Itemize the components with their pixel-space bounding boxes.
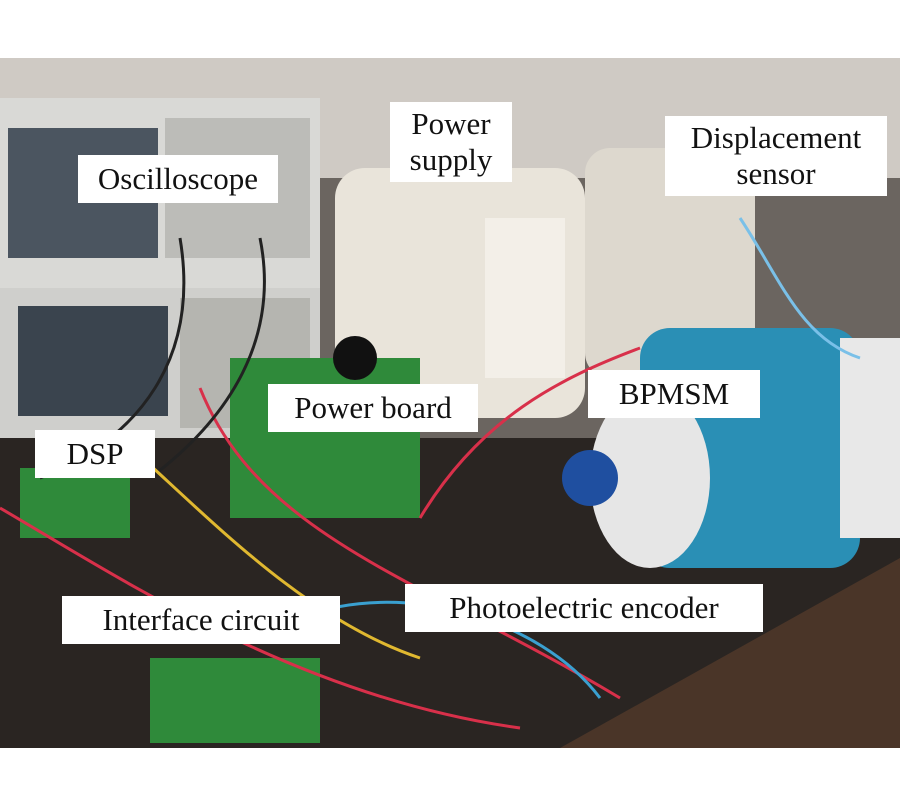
label-power-supply: Power supply xyxy=(390,102,512,182)
label-power-board: Power board xyxy=(268,384,478,432)
label-bpmsm: BPMSM xyxy=(588,370,760,418)
label-photoelectric-encoder: Photoelectric encoder xyxy=(405,584,763,632)
label-displacement-sensor: Displacement sensor xyxy=(665,116,887,196)
label-displacement-sensor-line2: sensor xyxy=(736,156,816,191)
label-interface-circuit: Interface circuit xyxy=(62,596,340,644)
bpmsm-motor xyxy=(562,328,900,568)
label-power-supply-line1: Power xyxy=(411,106,491,141)
power-supply xyxy=(335,148,755,418)
label-dsp: DSP xyxy=(35,430,155,478)
label-oscilloscope: Oscilloscope xyxy=(78,155,278,203)
label-displacement-sensor-line1: Displacement xyxy=(690,120,862,155)
label-power-supply-line2: supply xyxy=(409,142,493,177)
